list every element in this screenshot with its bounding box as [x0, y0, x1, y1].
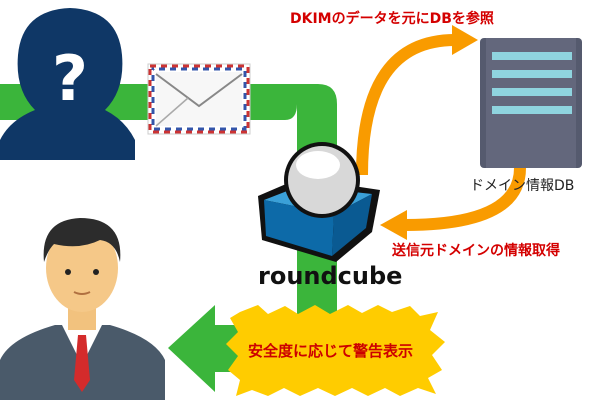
server-icon — [480, 38, 582, 168]
lookup-arrow — [356, 34, 456, 176]
dkim-lookup-label: DKIMのデータを元にDBを参照 — [290, 11, 494, 27]
lookup-arrowhead — [452, 25, 478, 55]
sender-info-label: 送信元ドメインの情報取得 — [392, 243, 560, 259]
domain-db-label: ドメイン情報DB — [470, 178, 575, 194]
return-arrow — [404, 167, 526, 231]
anonymous-sender-icon: ? — [0, 8, 135, 160]
envelope-icon — [147, 63, 251, 135]
roundcube-logo-icon — [258, 142, 380, 262]
recipient-businessman-icon — [0, 218, 165, 400]
question-mark: ? — [52, 42, 88, 115]
return-arrowhead — [380, 210, 407, 240]
warning-label: 安全度に応じて警告表示 — [248, 342, 414, 360]
warning-starburst — [226, 305, 445, 396]
roundcube-logo-text: roundcube — [258, 262, 403, 290]
